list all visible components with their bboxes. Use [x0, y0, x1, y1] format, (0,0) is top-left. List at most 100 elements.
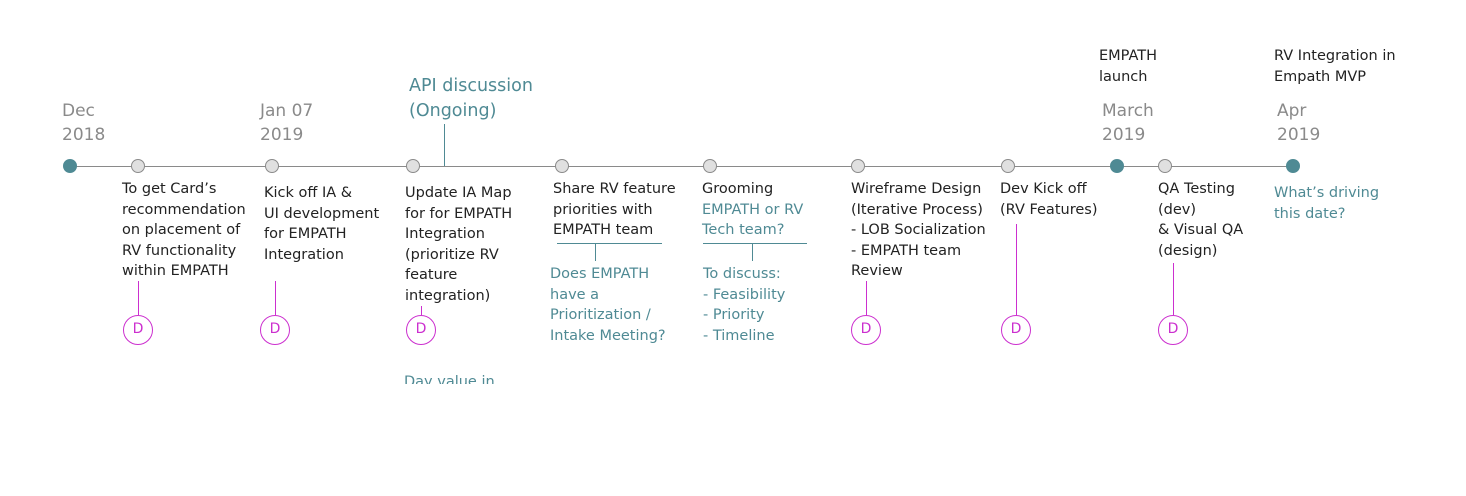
label-line: QA Testing — [1158, 181, 1235, 197]
milestone-m4-text: Share RV feature priorities with EMPATH … — [553, 179, 676, 241]
label-line: & Visual QA — [1158, 222, 1244, 238]
m4-connector — [595, 243, 596, 261]
label-line: Integration — [264, 246, 344, 263]
date-march-2019: March 2019 — [1102, 99, 1154, 147]
label-line: - Timeline — [703, 327, 775, 344]
label-line: API discussion — [409, 76, 533, 96]
label-line: RV functionality — [122, 242, 237, 259]
design-badge-m2: D — [260, 315, 290, 345]
label-line: (design) — [1158, 242, 1218, 259]
label-line: Wireframe Design — [851, 181, 982, 197]
node-dec-2018 — [63, 159, 77, 173]
label-line: Intake Meeting? — [550, 327, 666, 344]
label-line: (prioritize RV — [405, 246, 499, 263]
label-line: EMPATH or RV — [702, 201, 804, 218]
label-line: this date? — [1274, 205, 1346, 222]
label-line: - Feasibility — [703, 286, 786, 303]
node-m4 — [555, 159, 569, 173]
api-discussion-label: API discussion (Ongoing) — [409, 74, 533, 123]
label-line: Prioritization / — [550, 307, 651, 323]
m5-connector — [752, 243, 753, 261]
milestone-m1-text: To get Card’s recommendation on placemen… — [122, 179, 246, 282]
label-line: EMPATH — [1099, 48, 1158, 64]
label-line: integration) — [405, 287, 491, 304]
label-line: - EMPATH team — [851, 242, 962, 259]
date-month: March — [1102, 101, 1154, 121]
label-line: EMPATH team — [553, 222, 654, 238]
node-m8 — [1158, 159, 1172, 173]
api-connector — [444, 124, 445, 166]
design-badge-m7: D — [1001, 315, 1031, 345]
design-stem-m7 — [1016, 224, 1017, 315]
milestone-m5-note: To discuss: - Feasibility - Priority - T… — [703, 264, 785, 346]
date-year: 2018 — [62, 125, 106, 145]
m5-underline — [703, 243, 807, 244]
design-badge-m3: D — [406, 315, 436, 345]
milestone-m6-text: Wireframe Design (Iterative Process) - L… — [851, 179, 986, 282]
milestone-m7-text: Dev Kick off (RV Features) — [1000, 179, 1097, 220]
design-badge-m6: D — [851, 315, 881, 345]
label-line: RV Integration in — [1274, 48, 1396, 64]
timeline-axis — [70, 166, 1294, 167]
label-line: (Ongoing) — [409, 100, 497, 121]
label-line: for for EMPATH — [405, 205, 513, 222]
label-line: on placement of — [122, 222, 241, 238]
label-line: (dev) — [1158, 201, 1197, 218]
milestone-m9-note: What’s driving this date? — [1274, 183, 1379, 224]
design-badge-m1: D — [123, 315, 153, 345]
label-line: To get Card’s — [122, 181, 217, 197]
label-line: Integration — [405, 226, 485, 242]
label-line: (Iterative Process) — [851, 201, 983, 218]
label-line: (RV Features) — [1000, 201, 1098, 218]
label-line: Grooming — [702, 181, 774, 197]
label-line: What’s driving — [1274, 185, 1380, 201]
m4-underline — [557, 243, 662, 244]
date-dec-2018: Dec 2018 — [62, 99, 105, 147]
label-line: UI development — [264, 205, 380, 222]
node-march-2019 — [1110, 159, 1124, 173]
label-line: priorities with — [553, 201, 653, 218]
design-badge-m8: D — [1158, 315, 1188, 345]
label-line: Does EMPATH — [550, 266, 650, 282]
date-apr-2019: Apr 2019 — [1277, 99, 1320, 147]
label-line: - Priority — [703, 307, 765, 323]
date-year: 2019 — [1277, 125, 1321, 145]
label-line: launch — [1099, 68, 1148, 85]
date-month: Apr — [1277, 101, 1307, 121]
label-line: Review — [851, 263, 903, 279]
label-line: within EMPATH — [122, 263, 229, 279]
design-stem-m1 — [138, 281, 139, 315]
node-m3 — [406, 159, 420, 173]
milestone-m2-text: Kick off IA & UI development for EMPATH … — [264, 183, 379, 265]
date-year: 2019 — [1102, 125, 1146, 145]
node-m6 — [851, 159, 865, 173]
label-line: have a — [550, 286, 600, 303]
design-stem-m6 — [866, 281, 867, 315]
node-m5 — [703, 159, 717, 173]
label-line: feature — [405, 267, 458, 283]
rv-integration-label: RV Integration in Empath MVP — [1274, 46, 1396, 87]
label-line: Dev Kick off — [1000, 181, 1087, 197]
design-stem-m2 — [275, 281, 276, 315]
milestone-m8-text: QA Testing (dev) & Visual QA (design) — [1158, 179, 1243, 261]
date-month: Jan 07 — [260, 101, 314, 121]
label-line: Share RV feature — [553, 181, 676, 197]
label-line: Update IA Map — [405, 185, 512, 201]
milestone-m3-text: Update IA Map for for EMPATH Integration… — [405, 183, 512, 306]
design-stem-m3 — [421, 306, 422, 315]
milestone-m5-text: Grooming EMPATH or RV Tech team? — [702, 179, 803, 241]
label-line: To discuss: — [703, 266, 781, 282]
label-line: Tech team? — [702, 222, 785, 238]
date-month: Dec — [62, 101, 95, 121]
label-line: Empath MVP — [1274, 68, 1367, 85]
node-m2 — [265, 159, 279, 173]
label-line: - LOB Socialization — [851, 222, 986, 238]
node-m7 — [1001, 159, 1015, 173]
label-line: recommendation — [122, 201, 246, 218]
node-apr-2019 — [1286, 159, 1300, 173]
design-stem-m8 — [1173, 263, 1174, 315]
milestone-m4-note: Does EMPATH have a Prioritization / Inta… — [550, 264, 666, 346]
date-jan-2019: Jan 07 2019 — [260, 99, 313, 147]
label-line: for EMPATH — [264, 226, 347, 242]
empath-launch-label: EMPATH launch — [1099, 46, 1157, 87]
